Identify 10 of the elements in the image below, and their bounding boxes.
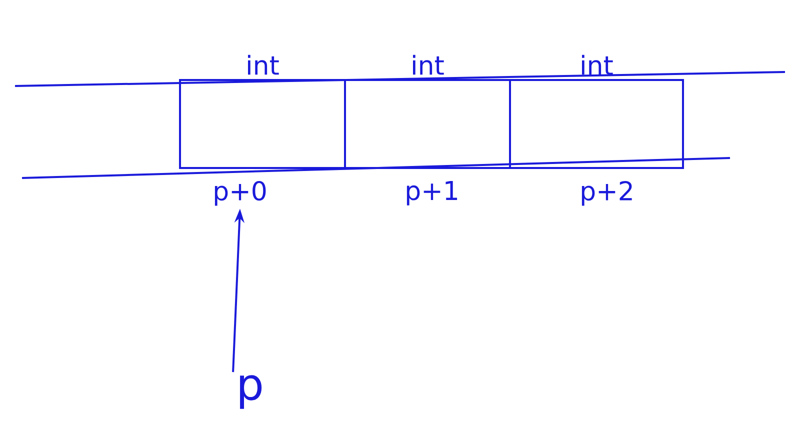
address-label: p+1 [406, 180, 458, 206]
node-label: int [582, 54, 613, 75]
address-label: p+2 [582, 180, 632, 206]
node-label: int [413, 54, 444, 75]
node-label: int [248, 54, 279, 75]
memory-cell: int [509, 54, 684, 169]
address-label: p+0 [214, 180, 266, 206]
memory-cell: int [179, 54, 346, 169]
memory-cell: int [344, 54, 511, 169]
pointer-label: p [240, 375, 262, 409]
